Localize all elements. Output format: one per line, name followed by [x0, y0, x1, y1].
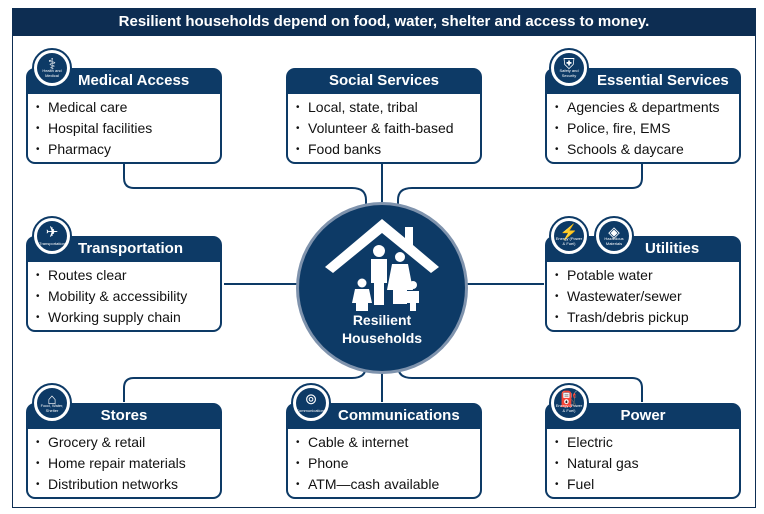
connector-power — [397, 352, 643, 402]
list-item: •Phone — [296, 455, 349, 471]
caduceus-icon: ⚕Health and Medical — [32, 48, 72, 88]
fuel-pump-icon: ⛽Energy (Power & Fuel) — [549, 383, 589, 423]
family-house-icon — [325, 219, 439, 311]
list-item: •Food banks — [296, 141, 382, 157]
list-item: •Police, fire, EMS — [555, 120, 671, 136]
list-item: •Natural gas — [555, 455, 639, 471]
list-item: •Pharmacy — [36, 141, 112, 157]
list-item: •Working supply chain — [36, 309, 181, 325]
card-stores: Stores •Grocery & retail •Home repair ma… — [26, 403, 222, 499]
list-item: •Distribution networks — [36, 476, 178, 492]
list-item: •ATM—cash available — [296, 476, 440, 492]
energy-icon: ⚡Energy (Power & Fuel) — [549, 216, 589, 256]
airplane-icon: ✈Transportation — [32, 216, 72, 256]
list-item: •Medical care — [36, 99, 128, 115]
list-item: •Electric — [555, 434, 613, 450]
connector-stores — [123, 352, 367, 402]
card-utilities: Utilities •Potable water •Wastewater/sew… — [545, 236, 741, 332]
list-item: •Agencies & departments — [555, 99, 720, 115]
list-item: •Volunteer & faith-based — [296, 120, 454, 136]
food-water-shelter-icon: ⌂Food, Water, Shelter — [32, 383, 72, 423]
list-item: •Wastewater/sewer — [555, 288, 682, 304]
list-item: •Home repair materials — [36, 455, 186, 471]
banner-title: Resilient households depend on food, wat… — [12, 8, 756, 36]
hub-label-line1: Resilient — [352, 312, 412, 328]
card-social-services: Social Services •Local, state, tribal •V… — [286, 68, 482, 164]
list-item: •Schools & daycare — [555, 141, 684, 157]
card-title: Social Services — [286, 68, 482, 94]
list-item: •Routes clear — [36, 267, 127, 283]
list-item: •Hospital facilities — [36, 120, 153, 136]
connector-medical — [123, 164, 367, 230]
police-badge-icon: ⛨Safety and Security — [549, 48, 589, 88]
list-item: •Grocery & retail — [36, 434, 146, 450]
list-item: •Mobility & accessibility — [36, 288, 188, 304]
connector-essential — [397, 164, 643, 230]
hazardous-materials-icon: ◈Hazardous Materials — [594, 216, 634, 256]
list-item: •Potable water — [555, 267, 653, 283]
hub-label-line2: Households — [341, 330, 423, 346]
list-item: •Trash/debris pickup — [555, 309, 689, 325]
list-item: •Local, state, tribal — [296, 99, 418, 115]
resilient-households-hub: Resilient Households — [299, 205, 465, 371]
card-medical-access: Medical Access •Medical care •Hospital f… — [26, 68, 222, 164]
list-item: •Cable & internet — [296, 434, 409, 450]
antenna-icon: ⊚Communications — [291, 383, 331, 423]
list-item: •Fuel — [555, 476, 595, 492]
